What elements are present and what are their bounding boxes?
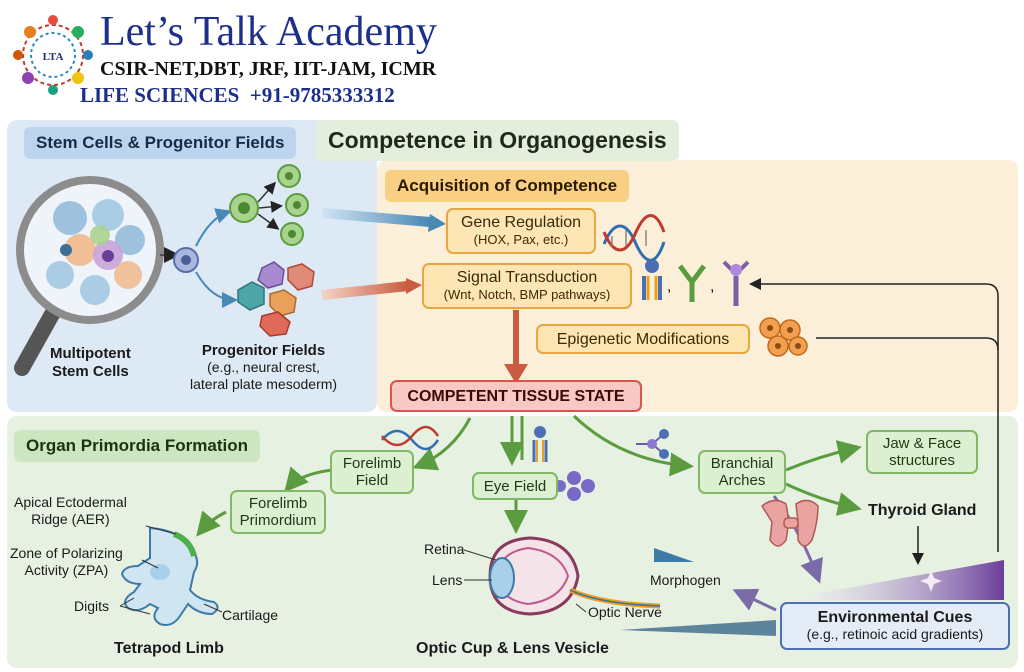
epigenetic-box: Epigenetic Modifications xyxy=(536,324,750,354)
brand-name: Let’s Talk Academy xyxy=(100,9,437,55)
magnifier-icon xyxy=(14,176,164,376)
retina-label: Retina xyxy=(424,541,465,557)
eye-field-box: Eye Field xyxy=(472,472,558,500)
zpa-line-2: Activity (ZPA) xyxy=(24,562,109,578)
environmental-cues-box: Environmental Cues (e.g., retinoic acid … xyxy=(780,602,1010,650)
cartilage-label: Cartilage xyxy=(222,607,279,623)
env-sub: (e.g., retinoic acid gradients) xyxy=(806,626,984,642)
forelimb-primordium-box: Forelimb Primordium xyxy=(230,490,326,534)
progenitor-sub-2: lateral plate mesoderm) xyxy=(190,376,338,392)
tetrapod-limb-drawing xyxy=(120,526,219,626)
thyroid-label: Thyroid Gland xyxy=(868,502,977,519)
multipotent-line-1: Multipotent xyxy=(50,345,131,362)
epigenetic-cells-icon xyxy=(759,317,808,357)
gene-sub: (HOX, Pax, etc.) xyxy=(473,232,569,247)
aer-line-1: Apical Ectodermal xyxy=(14,494,127,510)
gene-title: Gene Regulation xyxy=(460,214,582,231)
progenitor-cluster xyxy=(237,261,315,337)
signal-sub: (Wnt, Notch, BMP pathways) xyxy=(443,287,611,302)
brand-exams: CSIR-NET,DBT, JRF, IIT-JAM, ICMR xyxy=(100,58,437,80)
receptor-icon-2 xyxy=(678,264,706,302)
jaw-line-1: Jaw & Face xyxy=(882,435,962,452)
progenitor-title: Progenitor Fields xyxy=(201,342,326,359)
receptor-icon-3 xyxy=(722,260,750,306)
jaw-face-box: Jaw & Face structures xyxy=(866,430,978,474)
signal-title: Signal Transduction xyxy=(456,269,598,286)
digits-label: Digits xyxy=(74,598,110,614)
jaw-line-2: structures xyxy=(889,452,955,469)
pathway-node-icon xyxy=(636,429,669,459)
competent-label: COMPETENT TISSUE STATE xyxy=(407,387,625,405)
acquisition-header: Acquisition of Competence xyxy=(385,170,630,202)
lens-label: Lens xyxy=(432,572,463,588)
eye-cells-icon xyxy=(554,471,595,501)
dna-small-icon xyxy=(381,425,440,451)
receptor-separator-1: , xyxy=(667,278,672,295)
optic-nerve-label: Optic Nerve xyxy=(588,604,662,620)
receptor-icon-1 xyxy=(642,259,662,300)
morphogen-label: Morphogen xyxy=(650,572,721,588)
green-cells xyxy=(229,164,309,246)
multipotent-label: Multipotent Stem Cells xyxy=(50,345,131,381)
dna-icon xyxy=(602,214,666,262)
gradient-wedge xyxy=(780,560,1004,600)
brand-contact: LIFE SCIENCES +91-9785333312 xyxy=(80,83,395,107)
receptor-separator-2: , xyxy=(710,278,715,295)
branchial-line-2: Arches xyxy=(718,472,766,489)
branchial-line-1: Branchial xyxy=(710,455,774,472)
eye-field-label: Eye Field xyxy=(483,477,547,495)
aer-label: Apical Ectodermal Ridge (AER) xyxy=(14,494,127,528)
tetrapod-label: Tetrapod Limb xyxy=(114,640,224,657)
gene-regulation-box: Gene Regulation (HOX, Pax, etc.) xyxy=(446,208,596,254)
eye-drawing xyxy=(488,536,661,616)
signal-transduction-box: Signal Transduction (Wnt, Notch, BMP pat… xyxy=(422,263,632,309)
progenitor-label: Progenitor Fields (e.g., neural crest, l… xyxy=(190,342,337,393)
logo-text: LTA xyxy=(43,51,64,63)
competent-state-box: COMPETENT TISSUE STATE xyxy=(390,380,642,412)
forelimb-field-line-2: Field xyxy=(355,472,389,489)
thyroid-drawing xyxy=(761,499,819,547)
env-title: Environmental Cues xyxy=(817,609,973,626)
multipotent-line-2: Stem Cells xyxy=(52,363,129,380)
organ-header: Organ Primordia Formation xyxy=(14,430,260,462)
epigenetic-label: Epigenetic Modifications xyxy=(556,330,730,348)
zpa-label: Zone of Polarizing Activity (ZPA) xyxy=(10,545,123,579)
forelimb-primordium-line-1: Forelimb xyxy=(248,495,308,512)
receptor-small-icon xyxy=(532,426,548,462)
forelimb-primordium-line-2: Primordium xyxy=(239,512,317,529)
brand-logo: LTA xyxy=(13,15,93,95)
stem-header: Stem Cells & Progenitor Fields xyxy=(24,127,297,159)
forelimb-field-line-1: Forelimb xyxy=(342,455,402,472)
zpa-line-1: Zone of Polarizing xyxy=(10,545,123,561)
branchial-arches-box: Branchial Arches xyxy=(698,450,786,494)
aer-line-2: Ridge (AER) xyxy=(31,511,110,527)
morphogen-icon xyxy=(654,548,694,562)
forelimb-field-box: Forelimb Field xyxy=(330,450,414,494)
optic-cup-label: Optic Cup & Lens Vesicle xyxy=(416,640,609,657)
page-title: Competence in Organogenesis xyxy=(316,120,679,161)
progenitor-sub-1: (e.g., neural crest, xyxy=(207,359,320,375)
